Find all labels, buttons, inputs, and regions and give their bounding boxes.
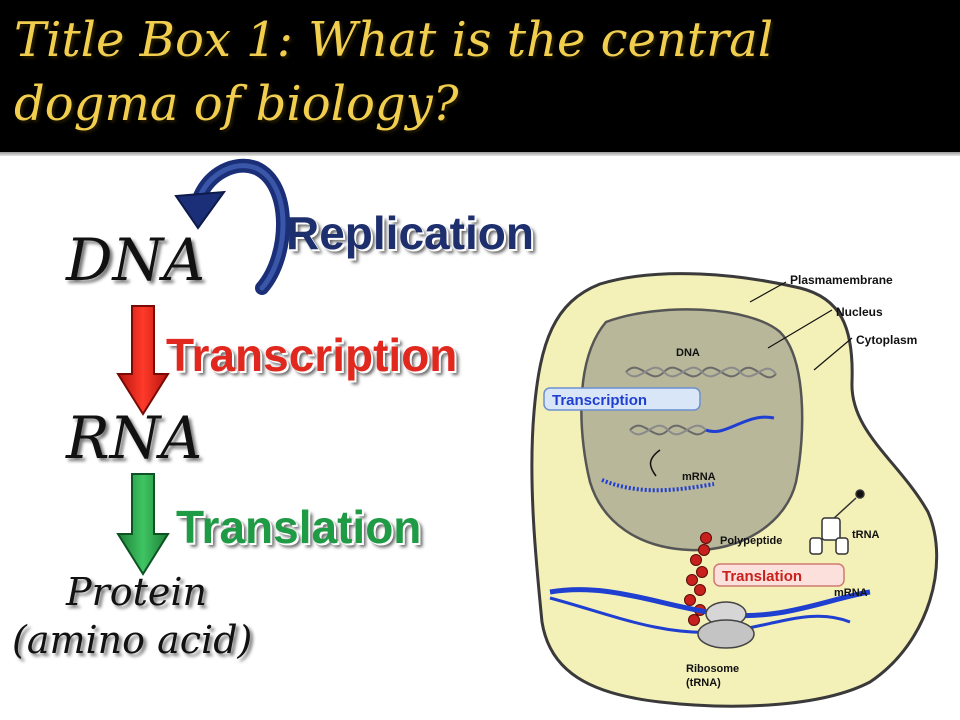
slide-title: Title Box 1: What is the central dogma o… — [14, 12, 774, 132]
rna-label: RNA — [66, 404, 203, 472]
badge-translation-text: Translation — [722, 568, 802, 585]
translation-arrow — [116, 473, 170, 576]
dna-label: DNA — [66, 226, 206, 294]
ribosome-shape — [697, 601, 755, 649]
transcription-label: Transcription — [166, 329, 458, 381]
replication-arrow — [174, 158, 290, 295]
ribosome-label-line2: (tRNA) — [686, 677, 721, 689]
amino-acid-label: (amino acid) — [12, 618, 253, 662]
dna-helix — [625, 366, 777, 436]
nucleus-dna-label: DNA — [676, 347, 700, 359]
title-divider — [0, 152, 960, 156]
nucleus-shape — [580, 308, 804, 552]
nucleus-mrna-label: mRNA — [682, 471, 716, 483]
transcription-arrow — [116, 305, 170, 416]
protein-label: Protein — [66, 570, 207, 614]
trna-label: tRNA — [852, 529, 880, 541]
polypeptide-label: Polypeptide — [720, 535, 782, 547]
polypeptide-chain — [684, 532, 712, 626]
translation-label: Translation — [176, 501, 422, 553]
cytoplasm-label: Cytoplasm — [856, 333, 917, 347]
title-bar: Title Box 1: What is the central dogma o… — [0, 0, 960, 152]
trna-shape — [809, 489, 865, 555]
transcription-badge: Transcription — [543, 387, 701, 411]
callout-lines — [749, 281, 853, 371]
plasma-membrane-label: Plasmamembrane — [790, 273, 893, 287]
cytoplasm-mrna-label: mRNA — [834, 587, 868, 599]
translation-badge: Translation — [713, 563, 845, 587]
ribosome-label-line1: Ribosome — [686, 663, 739, 675]
badge-transcription-text: Transcription — [552, 392, 647, 409]
replication-label: Replication — [286, 207, 534, 259]
nucleus-label: Nucleus — [836, 305, 883, 319]
central-dogma-arrows — [116, 158, 290, 576]
cell-diagram: DNA mRNA Transcription Polypeptide tRNA … — [530, 272, 939, 708]
